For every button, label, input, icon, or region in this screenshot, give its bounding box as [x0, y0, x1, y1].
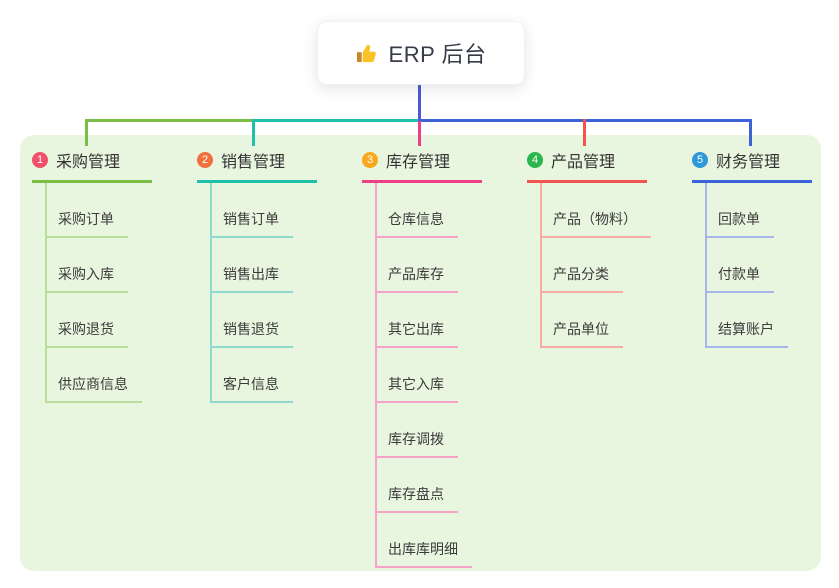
branch-column-inventory: 3 库存管理 仓库信息 产品库存 其它出库 其它入库 库存调拨 库存盘点 出库库…: [362, 148, 482, 568]
branch-number-badge: 5: [692, 152, 708, 168]
child-item[interactable]: 采购订单: [45, 209, 128, 238]
branch-column-sales: 2 销售管理 销售订单 销售出库 销售退货 客户信息: [197, 148, 317, 403]
child-item[interactable]: 付款单: [705, 264, 774, 293]
branch-title: 销售管理: [221, 154, 286, 171]
connector-root-line: [418, 83, 421, 121]
child-item[interactable]: 库存盘点: [375, 484, 458, 513]
branch-title: 库存管理: [386, 154, 451, 171]
connector-drop-5: [749, 119, 752, 146]
connector-drop-3: [418, 121, 421, 146]
child-item[interactable]: 客户信息: [210, 374, 293, 403]
child-item[interactable]: 结算账户: [705, 319, 788, 348]
branch-number-badge: 4: [527, 152, 543, 168]
branch-spine-line: [210, 183, 212, 403]
connector-drop-2: [252, 119, 255, 146]
connector-bus-mid: [252, 119, 419, 122]
child-item[interactable]: 其它入库: [375, 374, 458, 403]
child-item[interactable]: 销售订单: [210, 209, 293, 238]
child-item[interactable]: 销售退货: [210, 319, 293, 348]
branch-header[interactable]: 5 财务管理: [692, 148, 812, 183]
child-item[interactable]: 回款单: [705, 209, 774, 238]
branch-number-badge: 2: [197, 152, 213, 168]
branch-title: 产品管理: [551, 154, 616, 171]
child-item[interactable]: 销售出库: [210, 264, 293, 293]
child-item[interactable]: 供应商信息: [45, 374, 142, 403]
branch-header[interactable]: 1 采购管理: [32, 148, 152, 183]
branches-panel: [20, 135, 821, 571]
branch-title: 采购管理: [56, 154, 121, 171]
root-title: ERP 后台: [388, 42, 487, 67]
connector-drop-1: [85, 119, 88, 146]
child-item[interactable]: 产品分类: [540, 264, 623, 293]
branch-spine-line: [540, 183, 542, 348]
branch-title: 财务管理: [716, 154, 781, 171]
child-item[interactable]: 产品（物料）: [540, 209, 651, 238]
child-item[interactable]: 采购入库: [45, 264, 128, 293]
branch-spine-line: [45, 183, 47, 403]
branch-column-product: 4 产品管理 产品（物料） 产品分类 产品单位: [527, 148, 651, 348]
connector-bus-left: [85, 119, 253, 122]
branch-header[interactable]: 4 产品管理: [527, 148, 647, 183]
branch-header[interactable]: 3 库存管理: [362, 148, 482, 183]
thumbs-up-icon: [356, 42, 379, 65]
child-item[interactable]: 产品单位: [540, 319, 623, 348]
branch-number-badge: 3: [362, 152, 378, 168]
branch-header[interactable]: 2 销售管理: [197, 148, 317, 183]
child-item[interactable]: 仓库信息: [375, 209, 458, 238]
branch-spine-line: [375, 183, 377, 568]
child-item[interactable]: 其它出库: [375, 319, 458, 348]
branch-number-badge: 1: [32, 152, 48, 168]
branch-spine-line: [705, 183, 707, 348]
child-item[interactable]: 采购退货: [45, 319, 128, 348]
child-item[interactable]: 产品库存: [375, 264, 458, 293]
root-node[interactable]: ERP 后台: [317, 21, 525, 85]
child-item[interactable]: 出库库明细: [375, 539, 472, 568]
branch-column-finance: 5 财务管理 回款单 付款单 结算账户: [692, 148, 812, 348]
connector-drop-4: [583, 119, 586, 146]
child-item[interactable]: 库存调拨: [375, 429, 458, 458]
branch-column-purchase: 1 采购管理 采购订单 采购入库 采购退货 供应商信息: [32, 148, 152, 403]
